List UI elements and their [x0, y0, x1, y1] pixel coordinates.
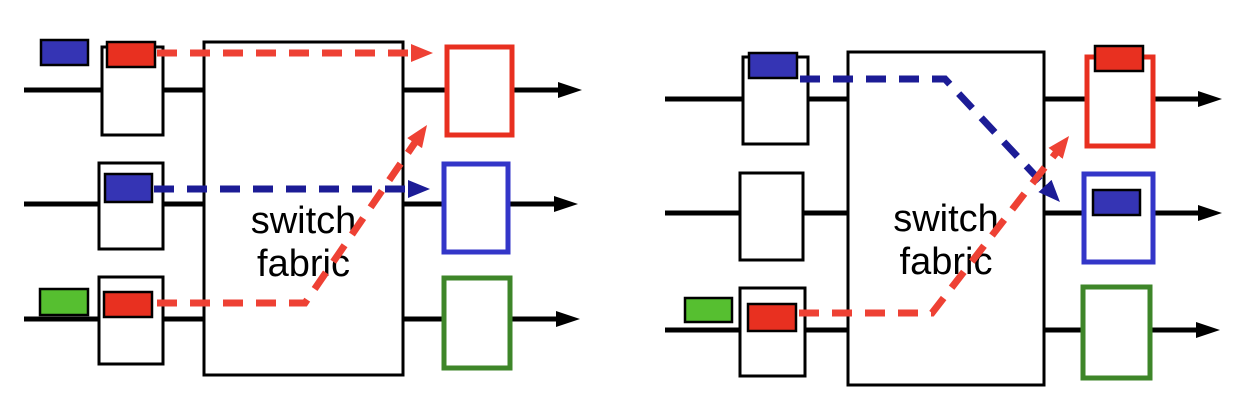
before-arriving-blue-packet-input1: [39, 38, 90, 67]
after-fabric-label-line1: switch: [893, 198, 999, 240]
after-delivered-blue-packet-output2: [1091, 188, 1142, 217]
before-output-port-red: [444, 44, 515, 138]
after-queued-blue-packet-input1: [747, 51, 799, 80]
after-output-port-green: [1080, 284, 1153, 381]
after-arriving-green-packet-input3: [683, 296, 734, 324]
before-queued-blue-packet-input2: [103, 172, 154, 204]
after-delivered-red-packet-output1: [1093, 44, 1145, 73]
after-switch-fabric-label: switch fabric: [848, 198, 1044, 284]
before-fabric-label-line1: switch: [250, 200, 357, 242]
before-output-port-green: [441, 275, 513, 371]
before-switch-fabric-label: switch fabric: [204, 200, 403, 286]
after-queued-red-packet-input3: [746, 302, 798, 333]
before-queued-red-packet-input3: [102, 290, 154, 319]
after-fabric-label-line2: fabric: [899, 241, 993, 283]
before-output-port-blue: [441, 161, 511, 255]
before-queued-red-packet-input1: [105, 40, 157, 69]
after-output-port-blue: [1081, 171, 1156, 265]
before-fabric-label-line2: fabric: [257, 243, 350, 285]
before-arriving-green-packet-input3: [38, 287, 90, 317]
